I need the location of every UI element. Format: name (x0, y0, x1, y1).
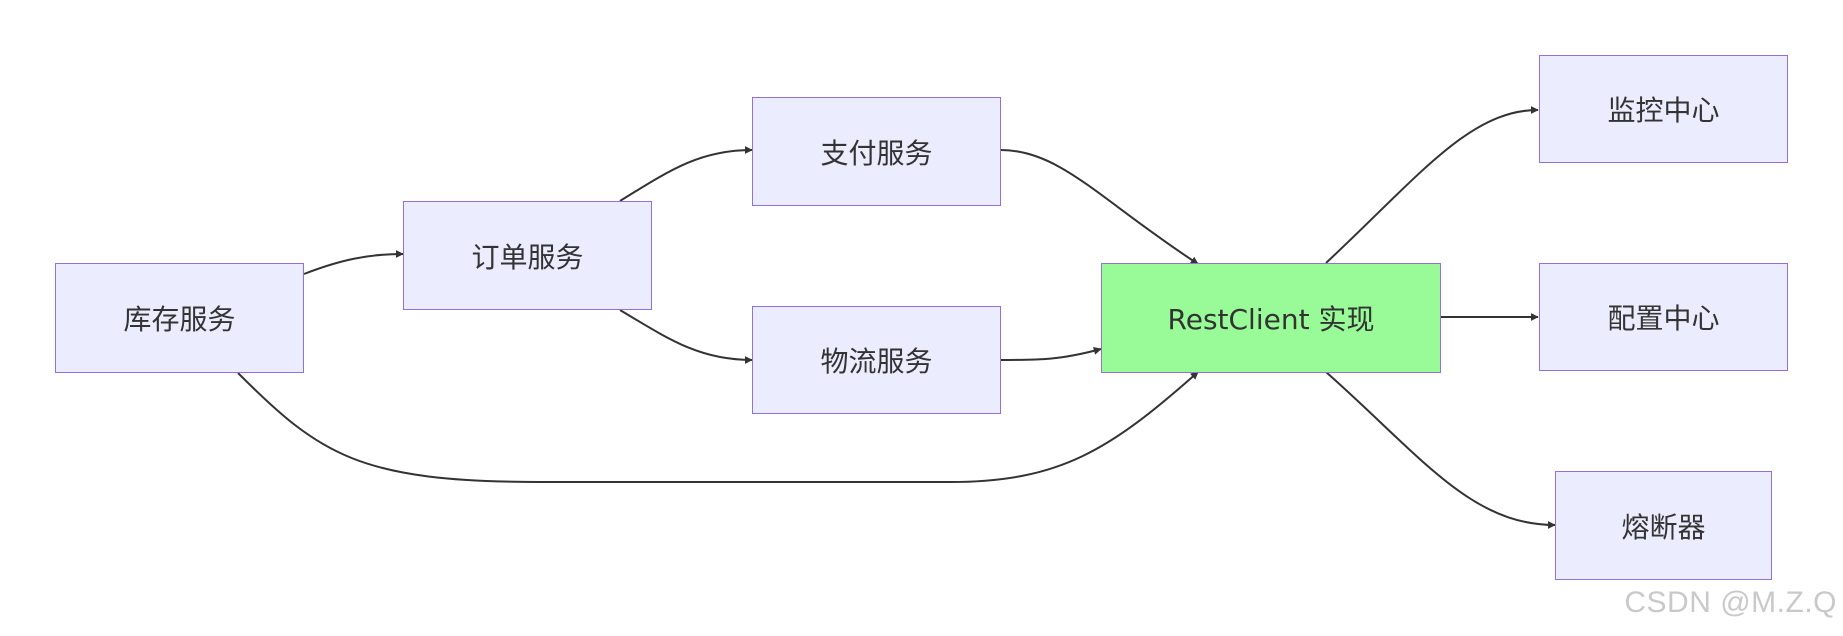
node-circuit-breaker[interactable]: 熔断器 (1555, 471, 1772, 580)
node-order-service[interactable]: 订单服务 (403, 201, 652, 310)
node-label: 订单服务 (471, 240, 584, 274)
node-label: 熔断器 (1621, 510, 1706, 544)
edge-order-payment (619, 146, 753, 202)
node-label: 监控中心 (1607, 94, 1720, 127)
node-config-center[interactable]: 配置中心 (1539, 263, 1788, 371)
edge-order-logistics (619, 309, 753, 364)
edge-restclient-monitor (1325, 106, 1539, 264)
node-label: RestClient 实现 (1167, 303, 1375, 336)
edge-inventory-order (303, 250, 404, 275)
node-label: 配置中心 (1607, 302, 1720, 335)
edge-payment-restclient (1000, 149, 1199, 265)
node-label: 物流服务 (820, 345, 933, 378)
edge-logistics-restclient (1000, 347, 1102, 361)
node-restclient-impl[interactable]: RestClient 实现 (1101, 263, 1441, 373)
node-label: 库存服务 (123, 303, 236, 336)
node-payment-service[interactable]: 支付服务 (752, 97, 1001, 206)
edge-inventory-restclient (237, 371, 1199, 483)
watermark-text: CSDN @M.Z.Q (1624, 586, 1837, 619)
node-logistics-service[interactable]: 物流服务 (752, 306, 1001, 414)
edge-restclient-breaker (1325, 371, 1556, 529)
node-monitoring-center[interactable]: 监控中心 (1539, 55, 1788, 163)
node-label: 支付服务 (820, 136, 933, 170)
node-inventory-service[interactable]: 库存服务 (55, 263, 304, 373)
